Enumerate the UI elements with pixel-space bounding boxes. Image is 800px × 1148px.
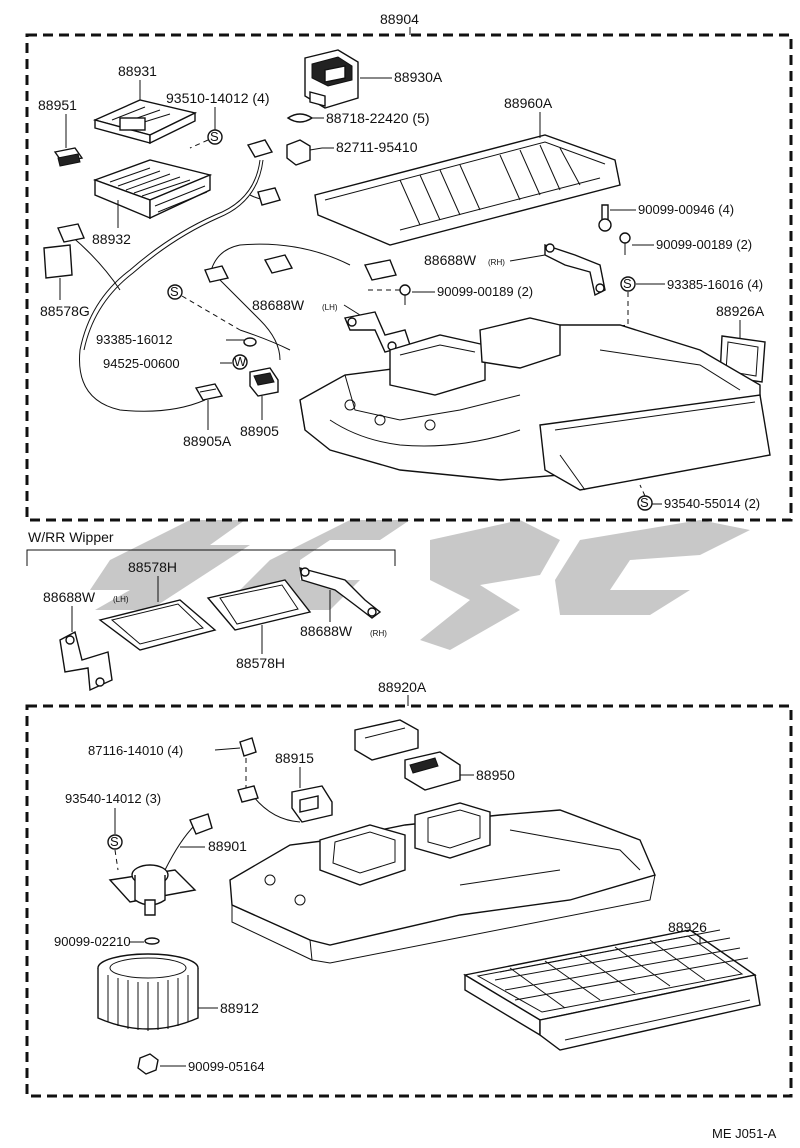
label-93385-16012: 93385-16012 (96, 332, 173, 347)
part-82711 (286, 139, 323, 166)
part-88578G (43, 244, 73, 279)
part-88915 (237, 785, 333, 823)
label-90099-05164: 90099-05164 (188, 1059, 265, 1074)
label-88578H-a: 88578H (128, 559, 177, 575)
part-87116 (239, 737, 257, 757)
label-88912: 88912 (220, 1000, 259, 1016)
screw-symbol: S (170, 284, 179, 299)
part-top-relay (354, 719, 419, 761)
label-93540-14012: 93540-14012 (3) (65, 791, 161, 806)
part-90099-05164 (137, 1053, 159, 1075)
label-88688W-RH: 88688W (424, 252, 477, 268)
washer-icon (232, 354, 248, 370)
label-88930A: 88930A (394, 69, 443, 85)
part-88930A (304, 49, 359, 109)
part-90099-00946 (598, 204, 612, 232)
screw-symbol: S (110, 834, 119, 849)
label-90099-02210: 90099-02210 (54, 934, 131, 949)
assembly-front-label: 88904 (380, 11, 419, 27)
label-88688W-LH-wiper: 88688W (43, 589, 96, 605)
part-88688W-RH (544, 243, 606, 297)
reference-code: ME J051-A (712, 1126, 777, 1141)
label-88688W-LH-wiper-sub: (LH) (113, 595, 129, 604)
label-82711: 82711-95410 (336, 139, 418, 155)
label-94525: 94525-00600 (103, 356, 180, 371)
label-88688W-LH-sub: (LH) (322, 303, 338, 312)
rear-assembly-group: 88920A 87116-14010 (4) 88915 88950 (25, 679, 793, 1098)
part-88905A (194, 383, 224, 401)
wiper-section-title: W/RR Wipper (28, 529, 114, 545)
part-90099-00189-a (619, 232, 631, 255)
part-88578H-b (206, 579, 312, 631)
part-88960A (314, 134, 621, 246)
label-87116: 87116-14010 (4) (88, 743, 183, 758)
label-88926A: 88926A (716, 303, 765, 319)
screw-icon (107, 834, 123, 850)
label-88950: 88950 (476, 767, 515, 783)
part-88926 (463, 929, 761, 1051)
label-90099-00946: 90099-00946 (4) (638, 202, 734, 217)
label-88960A: 88960A (504, 95, 553, 111)
label-93510: 93510-14012 (4) (166, 90, 270, 106)
front-unit-housing (299, 317, 771, 491)
assembly-rear-label: 88920A (378, 679, 427, 695)
part-88951 (53, 147, 84, 167)
screw-icon (167, 284, 183, 300)
screw-icon (207, 129, 223, 145)
label-88905A: 88905A (183, 433, 232, 449)
label-88578H-b: 88578H (236, 655, 285, 671)
screw-icon (620, 276, 636, 292)
part-88931 (92, 99, 198, 145)
label-88926: 88926 (668, 919, 707, 935)
part-88688W-LH (344, 311, 411, 353)
part-88950 (404, 751, 461, 791)
label-88905: 88905 (240, 423, 279, 439)
part-88912 (97, 953, 199, 1031)
part-88905 (249, 367, 279, 397)
label-93540-55014: 93540-55014 (2) (664, 496, 760, 511)
label-88688W-RH-wiper: 88688W (300, 623, 353, 639)
label-88901: 88901 (208, 838, 247, 854)
label-88915: 88915 (275, 750, 314, 766)
front-assembly-group: 88904 88931 88951 93510-14012 (4) S (25, 11, 793, 522)
rear-unit-housing (229, 802, 656, 964)
label-88578G: 88578G (40, 303, 90, 319)
part-90099-02210 (144, 937, 160, 945)
label-88932: 88932 (92, 231, 131, 247)
part-88901 (108, 813, 213, 916)
wiper-section-group: W/RR Wipper 88688W (LH) 88578H 88578H 88… (26, 529, 396, 692)
screw-symbol: S (210, 129, 219, 144)
wiper-section-bracket (26, 549, 396, 566)
wire-harness (57, 139, 397, 412)
washer-symbol: W (234, 354, 247, 369)
screw-symbol: S (623, 276, 632, 291)
label-93385-16016: 93385-16016 (4) (667, 277, 763, 292)
label-88688W-LH: 88688W (252, 297, 305, 313)
label-88718: 88718-22420 (5) (326, 110, 430, 126)
screw-symbol: S (640, 495, 649, 510)
label-88688W-RH-wiper-sub: (RH) (370, 629, 387, 638)
rear-assembly-frame (25, 704, 793, 1098)
part-88688W-LH-wiper (59, 630, 113, 692)
part-90099-00189-b (399, 284, 411, 305)
label-88688W-RH-sub: (RH) (488, 258, 505, 267)
label-88951: 88951 (38, 97, 77, 113)
part-88932 (92, 159, 213, 220)
label-90099-00189-b: 90099-00189 (2) (437, 284, 533, 299)
part-88718 (286, 113, 314, 123)
label-90099-00189-a: 90099-00189 (2) (656, 237, 752, 252)
label-88931: 88931 (118, 63, 157, 79)
part-88688W-RH-wiper (299, 567, 382, 619)
